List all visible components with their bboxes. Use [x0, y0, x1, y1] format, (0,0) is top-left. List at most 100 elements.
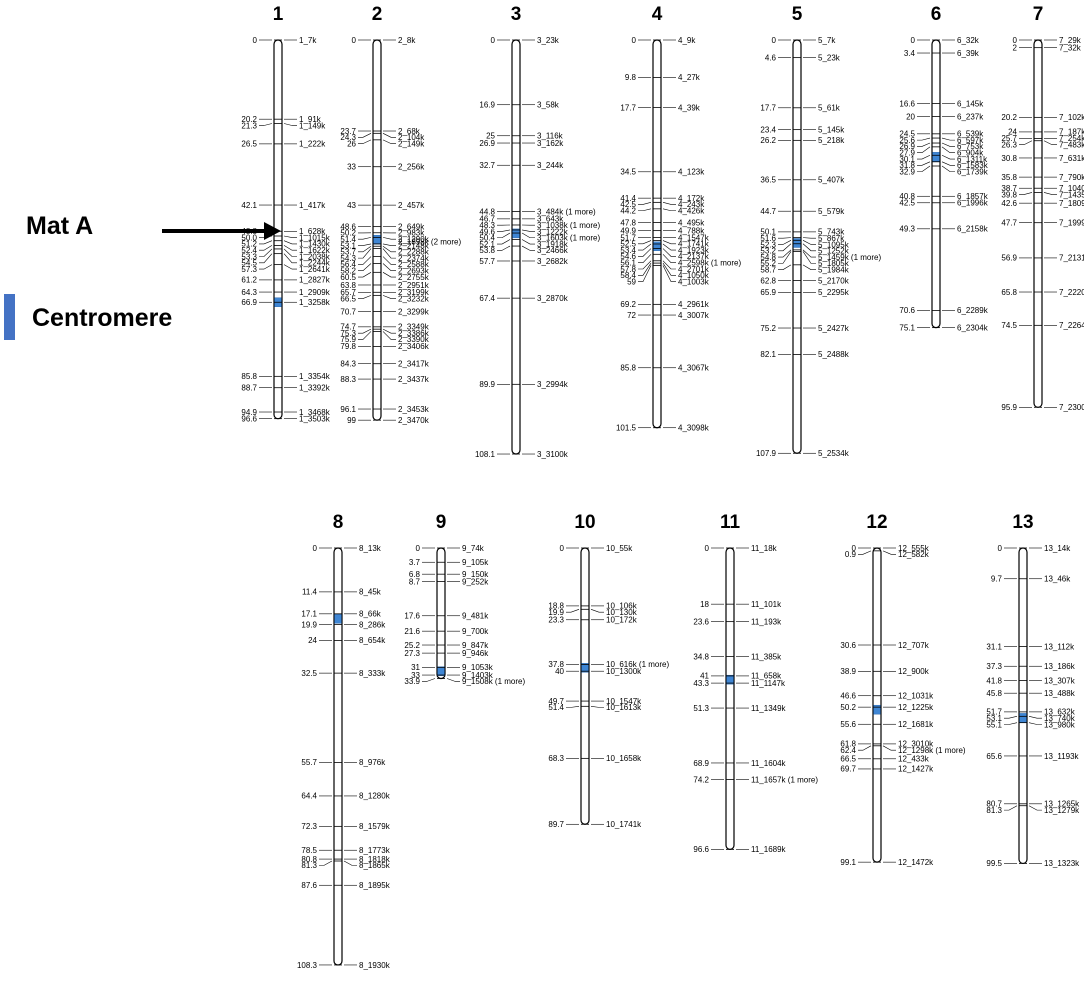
marker-leader [778, 237, 792, 239]
marker-position: 75.2 [760, 324, 776, 333]
marker-position: 81.3 [986, 806, 1002, 815]
marker-name: 5_867k [818, 234, 845, 243]
marker-position: 50.4 [479, 234, 495, 243]
marker-position: 37.3 [986, 662, 1002, 671]
chromosome-bar [1018, 547, 1028, 865]
marker-name: 2_457k [398, 201, 425, 210]
marker-position: 4.6 [765, 53, 777, 62]
marker-name: 10_55k [606, 544, 633, 553]
marker-name: 9_1403k [462, 671, 494, 680]
centromere-marker [726, 674, 734, 685]
marker-position: 0 [911, 36, 916, 45]
marker-position: 49.7 [548, 697, 564, 706]
marker-name: 6_1996k [957, 199, 989, 208]
marker-position: 66.5 [840, 755, 856, 764]
marker-name: 11_385k [751, 652, 782, 661]
marker-position: 26.2 [760, 136, 776, 145]
marker-position: 62.4 [840, 746, 856, 755]
centromere-marker [932, 152, 940, 162]
marker-name: 3_2870k [537, 294, 569, 303]
marker-name: 4_1741k [678, 240, 710, 249]
marker-position: 32.7 [479, 161, 495, 170]
marker-position: 52.4 [241, 246, 257, 255]
marker-leader [662, 265, 676, 282]
marker-name: 1_2244k [299, 259, 331, 268]
marker-name: 1_1015k [299, 233, 331, 242]
marker-position: 23.7 [340, 127, 356, 136]
marker-position: 50.0 [241, 233, 257, 242]
marker-leader [858, 550, 872, 555]
marker-name: 4_788k [678, 226, 705, 235]
marker-leader [917, 142, 931, 147]
marker-name: 4_426k [678, 207, 705, 216]
marker-position: 43 [347, 201, 356, 210]
marker-leader [283, 253, 297, 264]
marker-name: 12_707k [898, 641, 930, 650]
marker-name: 12_582k [898, 550, 930, 559]
marker-leader [358, 295, 372, 299]
marker-position: 59 [627, 277, 636, 286]
marker-name: 3_2682k [537, 257, 569, 266]
marker-position: 61.2 [241, 276, 257, 285]
marker-position: 24.3 [340, 133, 356, 142]
marker-position: 36.5 [760, 176, 776, 185]
marker-name: 2_2588k [398, 260, 430, 269]
marker-name: 5_1984k [818, 265, 850, 274]
marker-leader [319, 860, 333, 866]
marker-position: 69.2 [620, 300, 636, 309]
marker-position: 56.9 [1001, 254, 1017, 263]
marker-position: 17.7 [760, 104, 776, 113]
marker-name: 4_172k [678, 194, 705, 203]
marker-leader [1043, 192, 1057, 195]
marker-name: 6_39k [957, 49, 980, 58]
marker-position: 53.3 [241, 252, 257, 261]
marker-name: 8_1579k [359, 822, 391, 831]
marker-name: 3_1222k [537, 227, 569, 236]
chromosome-bar [931, 39, 941, 329]
marker-position: 65.6 [986, 752, 1002, 761]
marker-name: 9_700k [462, 627, 489, 636]
marker-position: 80.8 [301, 855, 317, 864]
marker-name: 11_193k [751, 617, 782, 626]
chromosome-title: 8 [333, 512, 344, 533]
marker-position: 30.1 [899, 155, 915, 164]
marker-position: 55.7 [301, 758, 317, 767]
marker-leader [662, 240, 676, 245]
marker-name: 8_1773k [359, 846, 391, 855]
marker-position: 51.4 [548, 703, 564, 712]
marker-name: 6_1857k [957, 192, 989, 201]
marker-name: 3_116k [537, 132, 564, 141]
marker-leader [1004, 805, 1018, 811]
marker-position: 108.1 [475, 450, 496, 459]
chromosome-title: 2 [372, 4, 383, 25]
marker-position: 34.8 [693, 652, 709, 661]
marker-leader [358, 245, 372, 253]
marker-name: 2_8k [398, 36, 416, 45]
marker-leader [382, 272, 396, 278]
marker-name: 1_417k [299, 201, 326, 210]
marker-position: 26.5 [241, 140, 257, 149]
marker-position: 0 [705, 544, 710, 553]
marker-leader [358, 237, 372, 240]
marker-position: 107.9 [756, 449, 777, 458]
marker-name: 6_2158k [957, 225, 989, 234]
marker-name: 4_39k [678, 103, 701, 112]
marker-position: 20.2 [1001, 113, 1017, 122]
marker-leader [283, 240, 297, 245]
marker-name: 2_68k [398, 127, 421, 136]
marker-leader [446, 678, 460, 682]
marker-name: 3_1918k [537, 240, 569, 249]
marker-position: 96.1 [340, 405, 356, 414]
marker-position: 89.7 [548, 820, 564, 829]
marker-position: 0 [560, 544, 565, 553]
marker-name: 1_2038k [299, 252, 331, 261]
marker-leader [259, 253, 273, 264]
marker-position: 33 [347, 163, 356, 172]
marker-position: 9.7 [991, 575, 1003, 584]
marker-name: 12_1031k [898, 692, 934, 701]
marker-name: 1_2909k [299, 288, 331, 297]
marker-position: 67.4 [479, 294, 495, 303]
